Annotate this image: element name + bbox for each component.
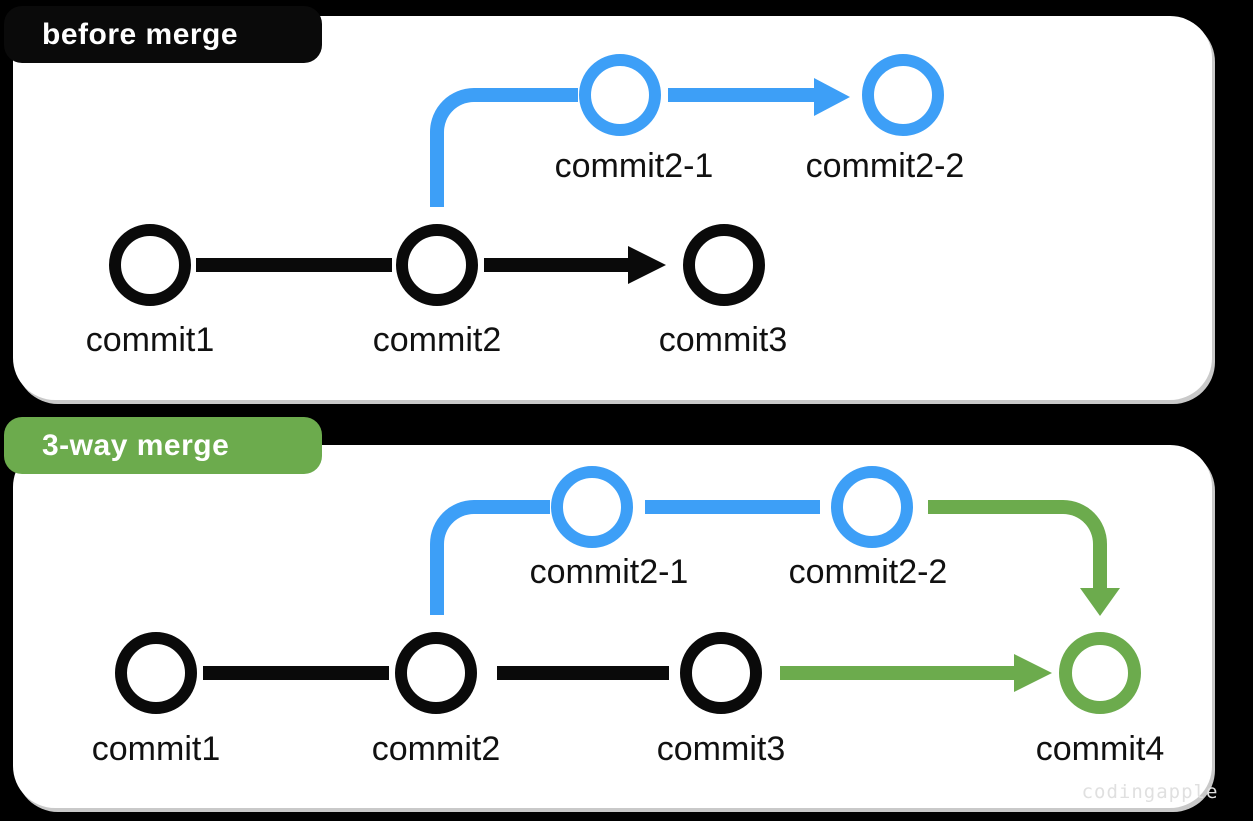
node-commit2-p1 bbox=[396, 224, 478, 306]
label-commit2-2-p2: commit2-2 bbox=[788, 553, 948, 591]
edge-commit1-to-commit2-line-p2 bbox=[203, 666, 389, 680]
edge-commit1-to-commit2-line-p1 bbox=[196, 258, 392, 272]
edge-commit2-to-commit3-line-p2 bbox=[497, 666, 669, 680]
label-commit2-1-p2: commit2-1 bbox=[529, 553, 689, 591]
three-way-merge-badge-label: 3-way merge bbox=[42, 428, 230, 462]
node-commit2-2-p2 bbox=[831, 466, 913, 548]
node-commit3-p2 bbox=[680, 632, 762, 714]
node-commit2-1-p1 bbox=[579, 54, 661, 136]
label-commit3-p2: commit3 bbox=[656, 730, 786, 768]
label-commit2-p1: commit2 bbox=[372, 321, 502, 359]
label-commit1-p2: commit1 bbox=[91, 730, 221, 768]
label-commit2-2-p1: commit2-2 bbox=[805, 147, 965, 185]
node-commit2-p2 bbox=[395, 632, 477, 714]
edge-commit3-to-commit4-arrowhead bbox=[1014, 654, 1052, 692]
node-commit1-p2 bbox=[115, 632, 197, 714]
node-commit1-p1 bbox=[109, 224, 191, 306]
edge-commit2-to-commit3-arrowhead-p1 bbox=[628, 246, 666, 284]
merge-elbow-commit2-2-to-commit4 bbox=[928, 500, 1107, 590]
node-commit2-1-p2 bbox=[551, 466, 633, 548]
label-commit3-p1: commit3 bbox=[658, 321, 788, 359]
label-commit1-p1: commit1 bbox=[85, 321, 215, 359]
merge-down-arrowhead bbox=[1080, 588, 1120, 616]
edge-commit2-1-to-commit2-2-arrowhead-p1 bbox=[814, 78, 850, 116]
label-commit2-p2: commit2 bbox=[371, 730, 501, 768]
three-way-merge-badge: 3-way merge bbox=[4, 417, 322, 474]
edge-commit2-to-commit3-line-p1 bbox=[484, 258, 628, 272]
before-merge-badge-label: before merge bbox=[42, 17, 239, 51]
node-commit4 bbox=[1059, 632, 1141, 714]
feature-branch-elbow-p2 bbox=[430, 500, 550, 615]
watermark: codingapple bbox=[1081, 781, 1219, 803]
node-commit2-2-p1 bbox=[862, 54, 944, 136]
node-commit3-p1 bbox=[683, 224, 765, 306]
edge-commit3-to-commit4-line bbox=[780, 666, 1014, 680]
label-commit2-1-p1: commit2-1 bbox=[554, 147, 714, 185]
edge-commit2-1-to-commit2-2-line-p2 bbox=[645, 500, 820, 514]
edge-commit2-1-to-commit2-2-line-p1 bbox=[668, 88, 816, 102]
before-merge-badge: before merge bbox=[4, 6, 322, 63]
label-commit4: commit4 bbox=[1035, 730, 1165, 768]
feature-branch-elbow-p1 bbox=[430, 88, 578, 207]
